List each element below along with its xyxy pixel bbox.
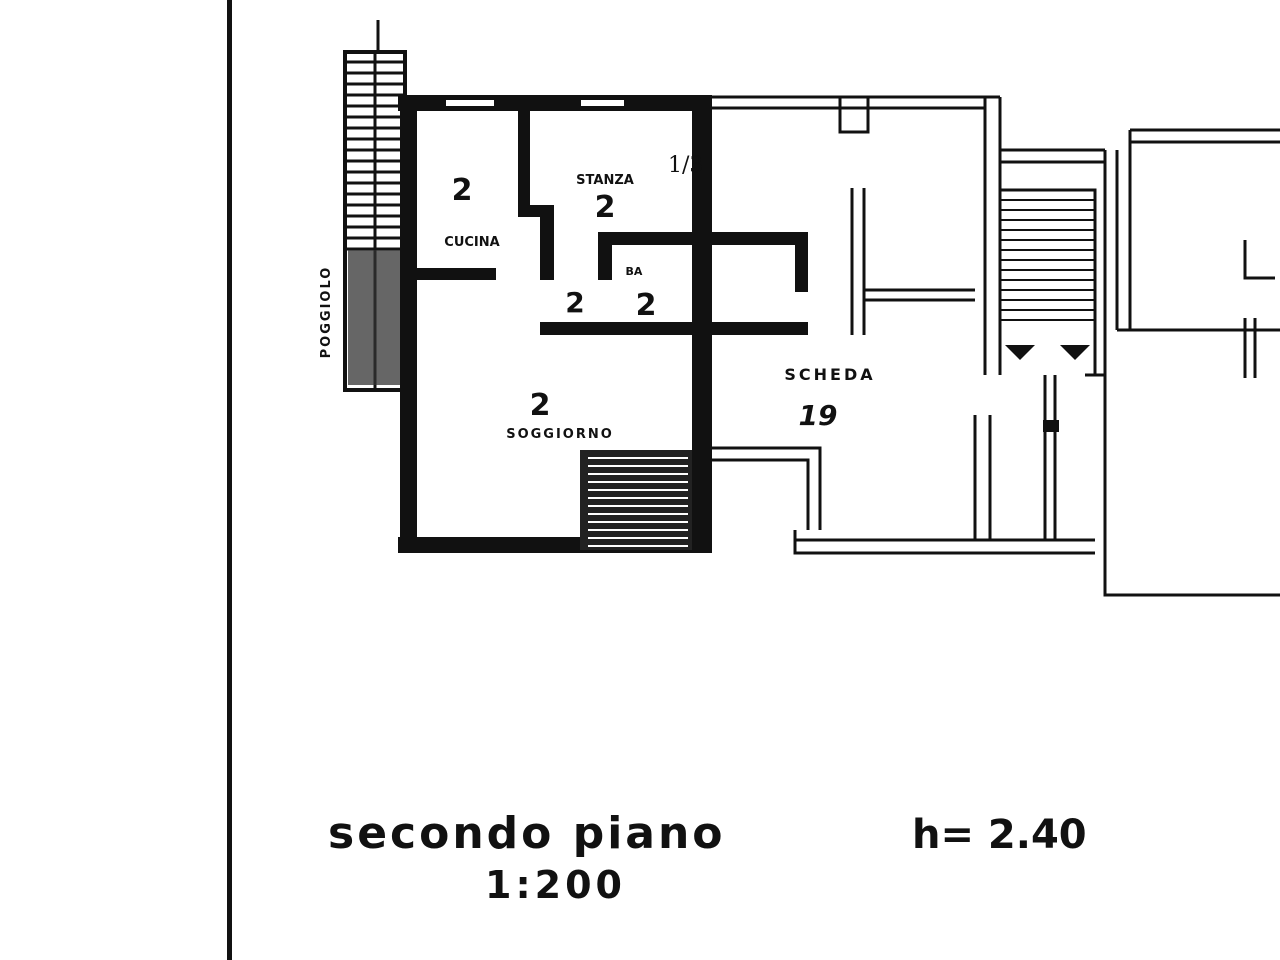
disimpegno-count: 2 — [565, 286, 584, 319]
page-border-line — [227, 0, 232, 960]
scheda-label: SCHEDA — [784, 365, 875, 384]
bagno-count: 2 — [636, 288, 657, 323]
stanza-label: STANZA — [576, 173, 634, 188]
soggiorno-label: SOGGIORNO — [506, 427, 614, 442]
floor-title: secondo piano — [328, 808, 726, 859]
stanza-count: 2 — [595, 190, 616, 225]
scheda-number: 19 — [799, 399, 838, 432]
soggiorno-count: 2 — [530, 388, 551, 423]
poggiolo-label: POGGIOLO — [319, 266, 334, 359]
hatched-block — [580, 450, 692, 550]
floor-height: h= 2.40 — [912, 812, 1087, 858]
stairwell — [1000, 199, 1095, 432]
adjacent-walls — [712, 95, 1280, 597]
scale-label: 1:200 — [485, 863, 626, 907]
exterior-staircase — [343, 20, 407, 392]
windows — [444, 98, 626, 108]
cucina-label: CUCINA — [444, 235, 499, 250]
cucina-count: 2 — [452, 173, 473, 208]
stanza-note: 1/3 — [668, 153, 703, 178]
bagno-label: BA — [626, 265, 643, 278]
